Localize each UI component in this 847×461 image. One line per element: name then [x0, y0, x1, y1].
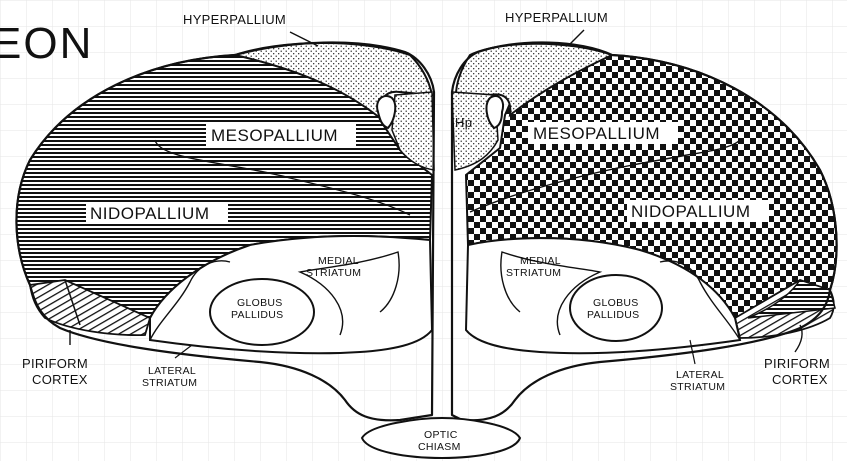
left-medial-striatum-label-line2: STRIATUM: [306, 267, 361, 279]
left-globus-label-line1: GLOBUS: [237, 297, 283, 309]
right-hyperpallium-label: HYPERPALLIUM: [505, 10, 608, 25]
left-medial-striatum-label-line1: MEDIAL: [318, 255, 359, 267]
slide-title: EON: [0, 19, 93, 68]
left-piriform-label-line2: CORTEX: [32, 372, 88, 387]
right-globus-label-line2: PALLIDUS: [587, 309, 639, 321]
left-mesopallium-label: MESOPALLIUM: [211, 126, 338, 145]
left-lateral-striatum-label-line1: LATERAL: [148, 365, 196, 377]
left-lateral-striatum-label-line2: STRIATUM: [142, 377, 197, 389]
right-mesopallium-label: MESOPALLIUM: [533, 124, 660, 143]
right-lateral-striatum-label-line1: LATERAL: [676, 369, 724, 381]
right-medial-striatum-label-line2: STRIATUM: [506, 267, 561, 279]
right-piriform-label-line1: PIRIFORM: [764, 356, 830, 371]
left-globus-label-line2: PALLIDUS: [231, 309, 283, 321]
optic-chiasm-label-line2: CHIASM: [418, 441, 461, 453]
hp-label: Hp: [455, 115, 472, 130]
right-lateral-striatum-label-line2: STRIATUM: [670, 381, 725, 393]
left-nidopallium-label: NIDOPALLIUM: [90, 204, 210, 223]
right-globus-label-line1: GLOBUS: [593, 297, 639, 309]
right-piriform-label-line2: CORTEX: [772, 372, 828, 387]
right-medial-striatum-label-line1: MEDIAL: [520, 255, 561, 267]
optic-chiasm-label-line1: OPTIC: [424, 429, 458, 441]
left-piriform-label-line1: PIRIFORM: [22, 356, 88, 371]
right-nidopallium-label: NIDOPALLIUM: [631, 202, 751, 221]
left-hyperpallium-label: HYPERPALLIUM: [183, 12, 286, 27]
